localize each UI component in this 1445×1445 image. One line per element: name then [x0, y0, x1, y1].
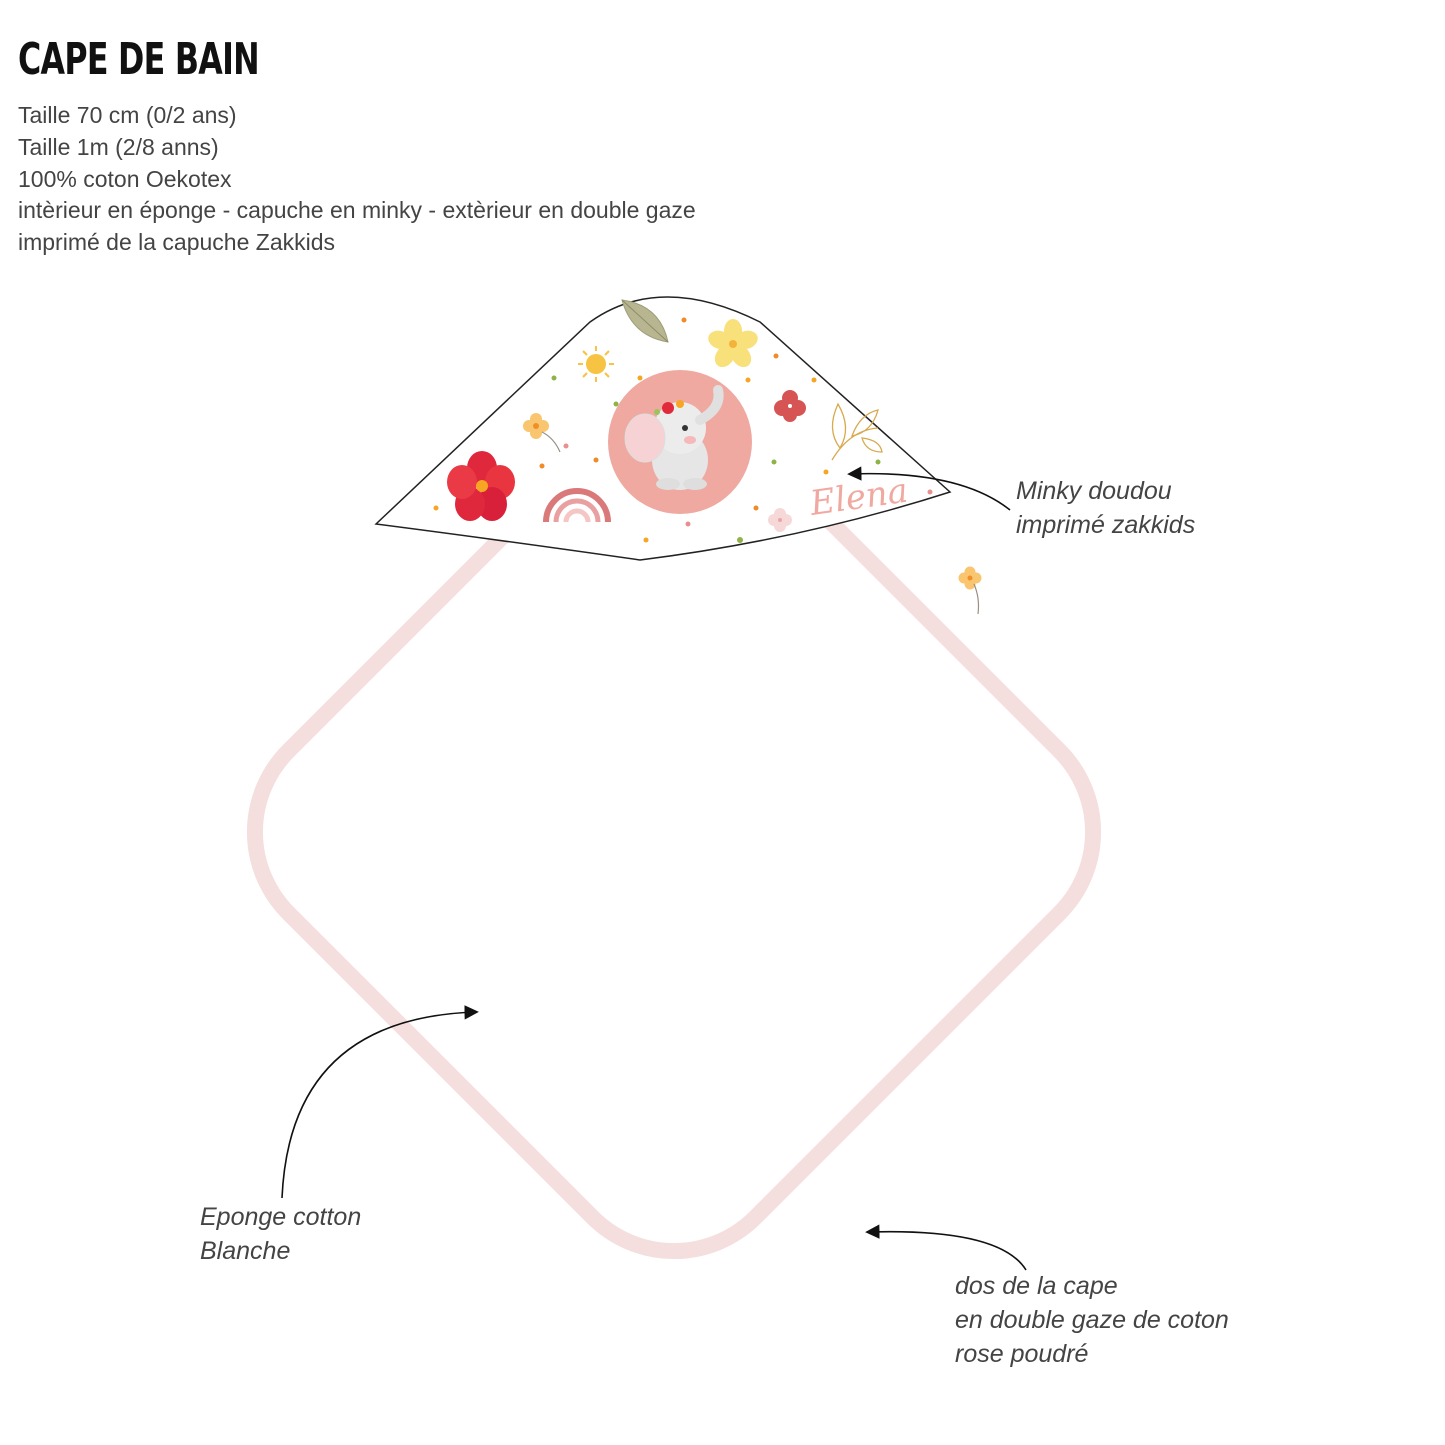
small-flower-icon — [523, 413, 561, 453]
rainbow-icon — [543, 488, 611, 523]
hood-annotation-line-2: imprimé zakkids — [1016, 511, 1196, 539]
spec-list: Taille 70 cm (0/2 ans) Taille 1m (2/8 an… — [18, 100, 696, 259]
hood-annotation-line-1: Minky doudou — [1016, 477, 1172, 505]
cape-body — [246, 404, 1102, 1260]
pink-mini-flower-icon — [768, 508, 792, 532]
golden-leaves-icon — [831, 402, 883, 461]
inner-annotation-line-2: Blanche — [200, 1237, 291, 1265]
spec-composition: intèrieur en éponge - capuche en minky -… — [18, 197, 696, 224]
hood-arrow — [847, 466, 1011, 511]
spec-material: 100% coton Oekotex — [18, 165, 232, 192]
hood-annotation: Minky doudou imprimé zakkids — [1016, 474, 1195, 542]
spec-size-1m: Taille 1m (2/8 anns) — [18, 133, 219, 160]
back-arrow — [865, 1224, 1027, 1271]
elephant-icon — [624, 385, 724, 490]
inner-annotation-line-1: Eponge cotton — [200, 1203, 362, 1231]
red-blossom-icon — [774, 390, 806, 422]
hood: Elena — [374, 296, 952, 561]
leaf-icon — [621, 299, 669, 343]
spec-size-70: Taille 70 cm (0/2 ans) — [18, 102, 237, 128]
page-title: CAPE DE BAIN — [18, 34, 260, 85]
back-annotation-line-1: dos de la cape — [955, 1272, 1118, 1300]
border-flower-icon — [958, 566, 982, 615]
sun-icon — [578, 346, 614, 382]
back-annotation-line-2: en double gaze de coton — [955, 1306, 1229, 1334]
back-annotation: dos de la cape en double gaze de coton r… — [955, 1269, 1229, 1371]
inner-arrow — [281, 1005, 479, 1199]
inner-annotation: Eponge cotton Blanche — [200, 1200, 361, 1268]
yellow-flower-icon — [708, 319, 758, 368]
back-annotation-line-3: rose poudré — [955, 1340, 1089, 1368]
confetti-dots — [433, 317, 933, 543]
red-flower-icon — [447, 451, 515, 521]
spec-print: imprimé de la capuche Zakkids — [18, 229, 336, 256]
